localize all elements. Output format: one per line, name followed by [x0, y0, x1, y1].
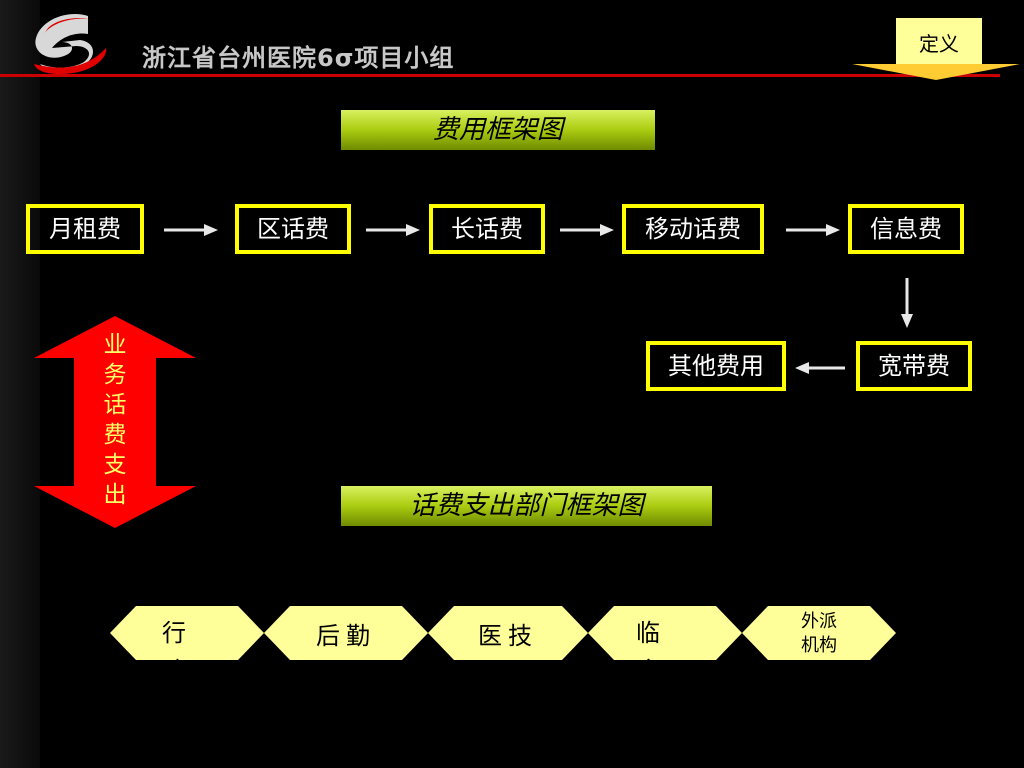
right-arrow-icon [366, 224, 420, 236]
right-arrow-icon [560, 224, 614, 236]
hexagon-shape [264, 606, 428, 660]
fee-box-local-call: 区话费 [235, 204, 351, 254]
right-arrow-icon [164, 224, 218, 236]
fee-box-long-distance: 长话费 [429, 204, 545, 254]
fee-box-monthly-rent: 月租费 [26, 204, 144, 254]
department-logistics: 后勤 [264, 606, 428, 660]
department-external: 外派机构 [742, 606, 896, 660]
department-medical-tech: 医技 [428, 606, 588, 660]
business-expense-label: 业务话费支出 [103, 332, 127, 508]
definition-button[interactable]: 定义 [896, 18, 982, 66]
hospital-logo-icon [34, 14, 107, 74]
down-arrow-icon [901, 278, 913, 328]
business-expense-double-arrow-icon [34, 316, 196, 528]
hexagon-shape [588, 606, 742, 660]
department-framework-title: 话费支出部门框架图 [341, 486, 712, 526]
hexagon-shape [742, 606, 896, 660]
hexagon-shape [428, 606, 588, 660]
department-label: 行政 [162, 619, 186, 660]
cost-framework-title: 费用框架图 [341, 110, 655, 150]
right-arrow-icon [786, 224, 840, 236]
fee-box-broadband: 宽带费 [856, 341, 972, 391]
department-label: 临床 [636, 619, 660, 660]
department-clinical: 临床 [588, 606, 742, 660]
hexagon-shape [110, 606, 264, 660]
fee-box-other: 其他费用 [646, 341, 786, 391]
department-label: 医技 [478, 622, 538, 650]
definition-down-arrow-icon [852, 64, 1020, 80]
left-arrow-icon [795, 362, 845, 374]
header-title: 浙江省台州医院6σ项目小组 [142, 44, 455, 72]
department-admin: 行政 [110, 606, 264, 660]
department-label: 后勤 [316, 622, 376, 650]
left-edge-strip [0, 0, 40, 768]
department-label: 外派机构 [801, 611, 837, 656]
fee-box-information: 信息费 [848, 204, 964, 254]
fee-box-mobile-call: 移动话费 [622, 204, 764, 254]
header-divider [0, 74, 1000, 77]
